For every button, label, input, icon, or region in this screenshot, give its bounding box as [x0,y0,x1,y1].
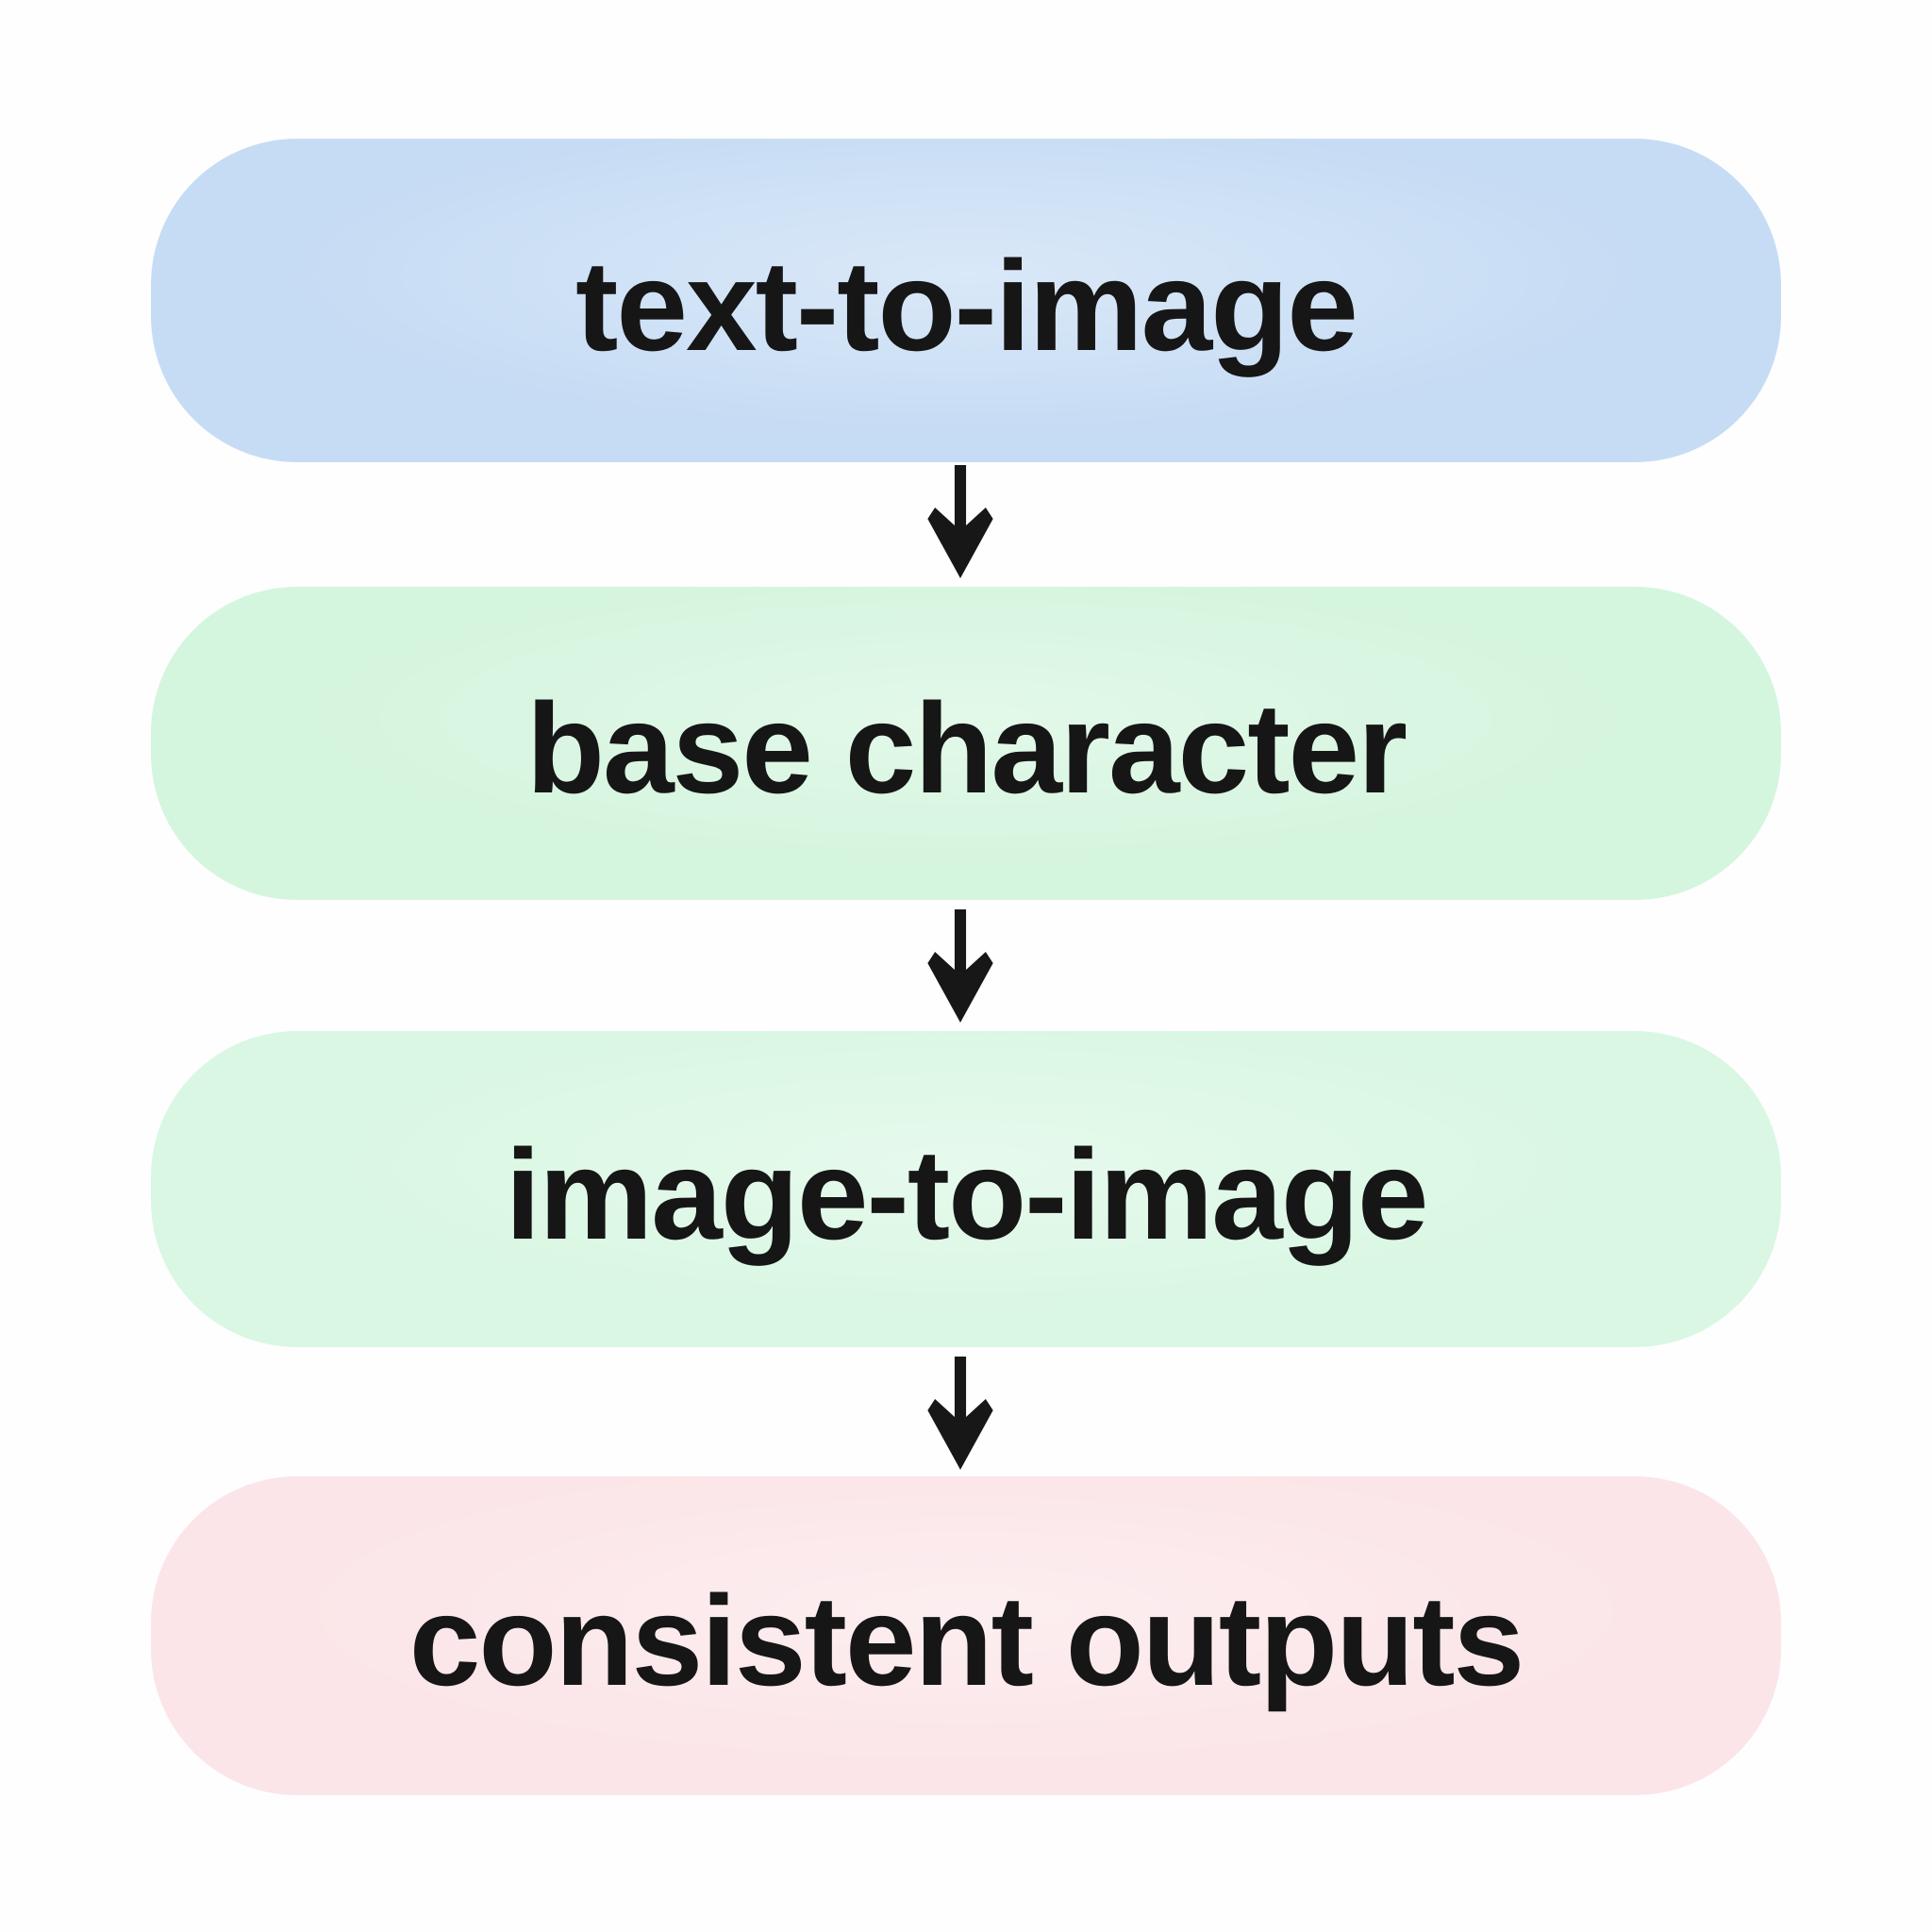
down-arrow-icon [927,1357,993,1470]
down-arrow-icon [927,909,993,1023]
node-consistent-outputs-label: consistent outputs [408,1569,1524,1712]
node-text-to-image: text-to-image [151,139,1781,462]
down-arrow-shape [927,465,993,578]
node-consistent-outputs: consistent outputs [151,1476,1781,1795]
node-base-character: base character [151,587,1781,900]
down-arrow-icon [927,465,993,578]
node-text-to-image-label: text-to-image [575,233,1358,377]
node-base-character-label: base character [525,676,1407,820]
node-image-to-image-label: image-to-image [505,1122,1428,1266]
down-arrow-shape [927,909,993,1023]
down-arrow-shape [927,1357,993,1470]
node-image-to-image: image-to-image [151,1031,1781,1347]
